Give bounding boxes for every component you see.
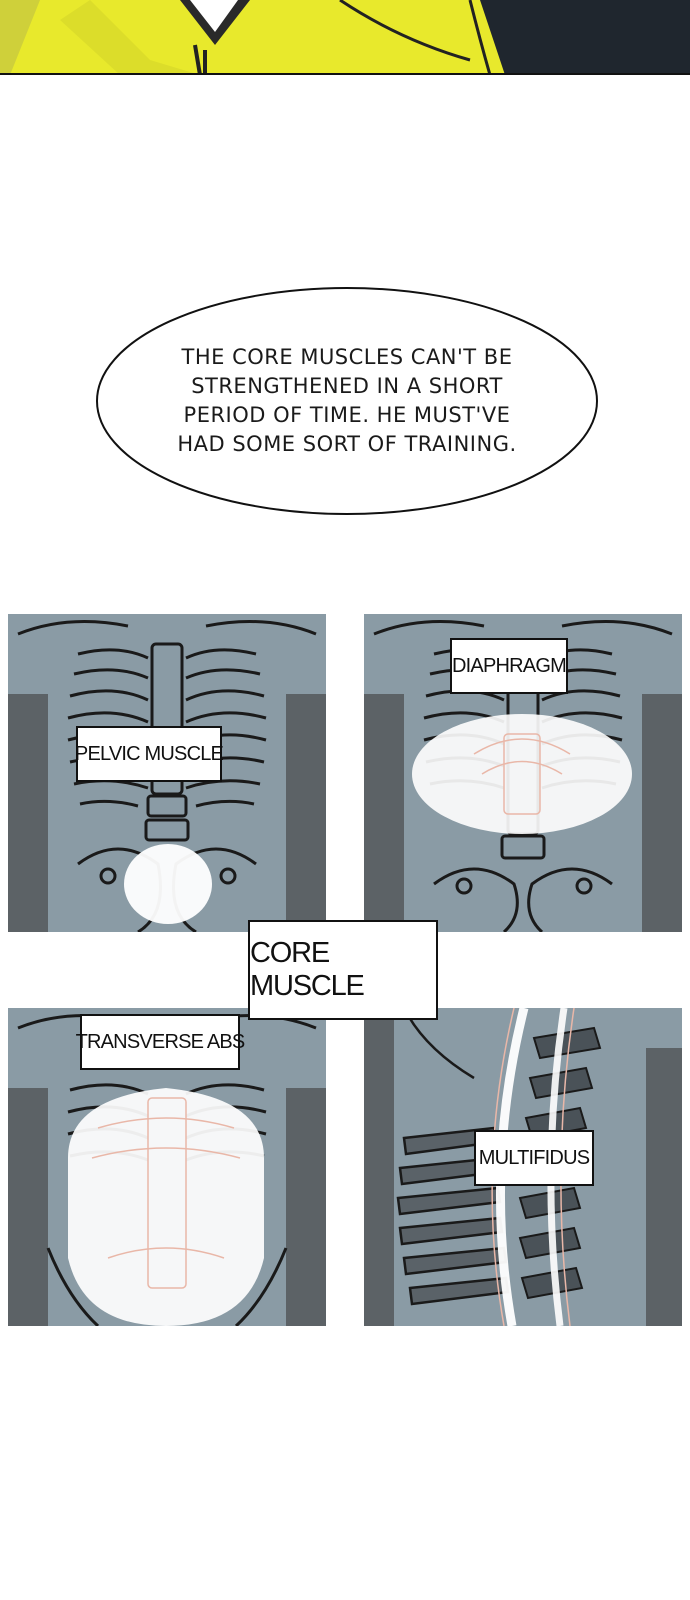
panel-transverse-abs: TRANSVERSE ABS — [8, 1008, 326, 1326]
transverse-abs-label: TRANSVERSE ABS — [76, 1014, 245, 1070]
multifidus-label: MULTIFIDUS — [474, 1130, 594, 1186]
speech-bubble: THE CORE MUSCLES CAN'T BE STRENGTHENED I… — [94, 285, 600, 517]
core-muscle-caption: CORE MUSCLE — [248, 920, 438, 1020]
pelvic-muscle-label: PELVIC MUSCLE — [75, 726, 224, 782]
top-image-strip — [0, 0, 690, 75]
speech-bubble-text: THE CORE MUSCLES CAN'T BE STRENGTHENED I… — [177, 345, 517, 456]
jacket-illustration — [0, 0, 690, 75]
skeleton-front-illustration — [8, 1008, 326, 1326]
panel-diaphragm: DIAPHRAGM — [364, 614, 682, 932]
panel-pelvic-muscle: PELVIC MUSCLE — [8, 614, 326, 932]
speech-bubble-outline — [96, 287, 598, 515]
diaphragm-label: DIAPHRAGM — [450, 638, 568, 694]
panel-multifidus: MULTIFIDUS — [364, 1008, 682, 1326]
